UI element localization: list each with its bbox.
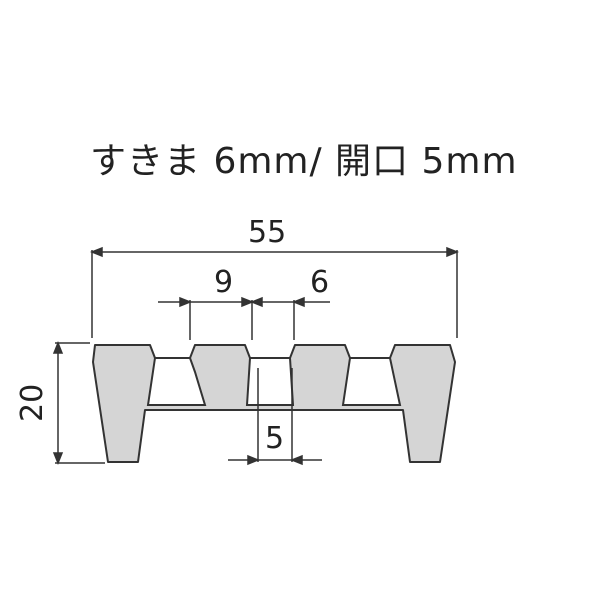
diagram-title: すきま 6mm/ 開口 5mm — [90, 141, 518, 182]
profile-opening-center — [245, 357, 295, 406]
height-label: 20 — [15, 384, 50, 422]
gap-label: 6 — [310, 265, 329, 300]
profile-opening-right — [341, 357, 402, 406]
opening-label: 5 — [265, 421, 284, 456]
profile-opening-left — [146, 357, 207, 406]
dimension-overall-width — [89, 246, 460, 338]
overall-width-label: 55 — [248, 215, 286, 250]
dimension-pitch-gap — [158, 296, 330, 340]
dimension-opening — [228, 368, 322, 466]
pitch-label: 9 — [214, 265, 233, 300]
dimension-height — [52, 340, 105, 466]
